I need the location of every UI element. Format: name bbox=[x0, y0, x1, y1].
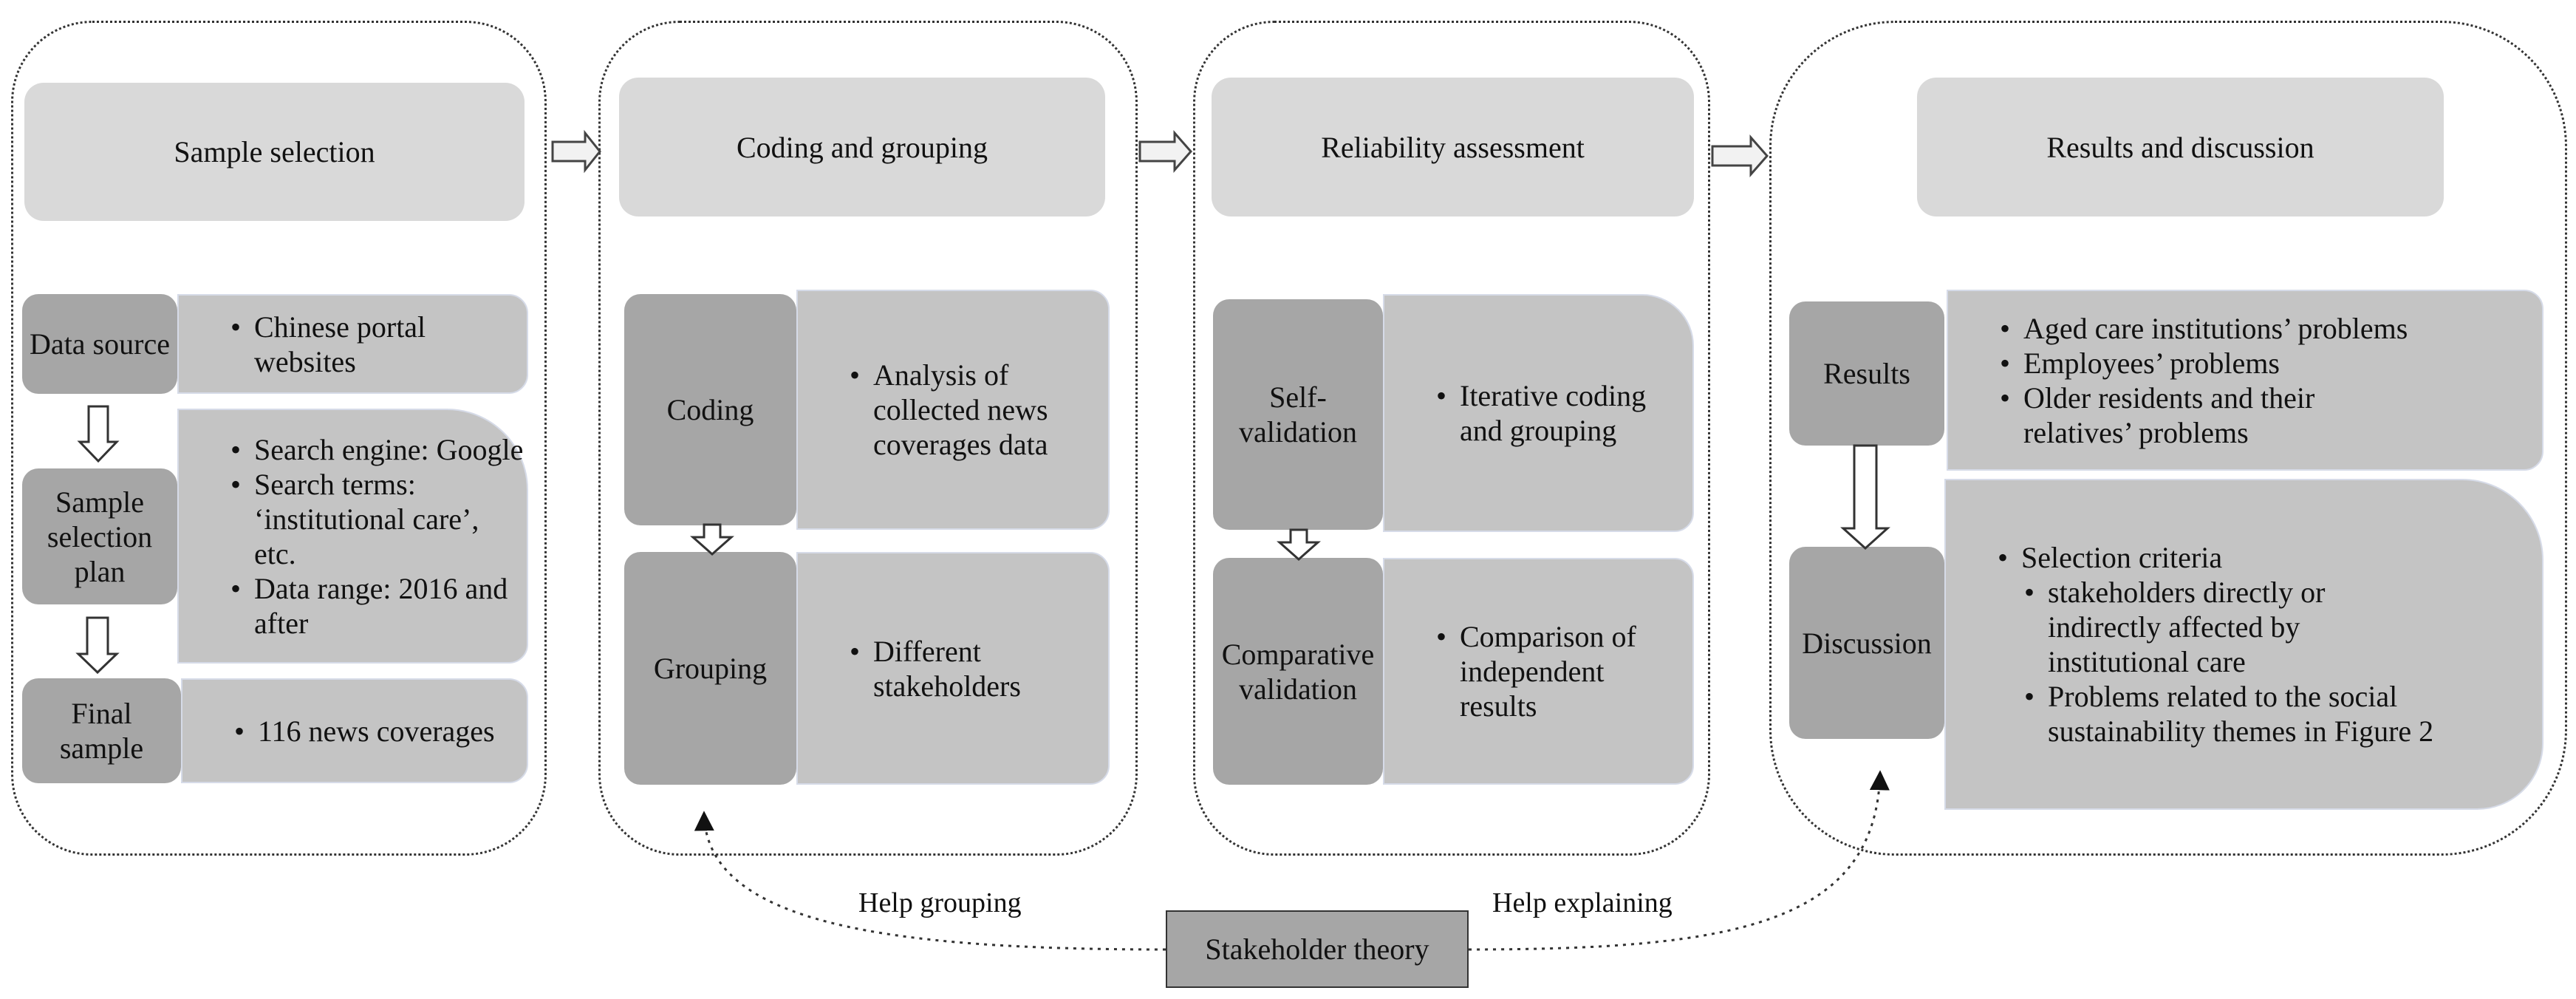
step-label-discussion: Discussion bbox=[1789, 547, 1944, 739]
help-grouping-label: Help grouping bbox=[858, 887, 1022, 918]
step-label-grouping: Grouping bbox=[624, 552, 796, 785]
step-label-sample-selection-plan: Sample selection plan bbox=[22, 468, 177, 604]
step-label-self-validation: Self-validation bbox=[1213, 299, 1383, 530]
bullet-item: 116 news coverages bbox=[234, 714, 495, 749]
stage-header-coding-grouping: Coding and grouping bbox=[619, 78, 1105, 216]
bullet-item: Data range: 2016 and after bbox=[230, 571, 527, 641]
bullet-item: Search terms: ‘institutional care’, etc. bbox=[230, 467, 527, 571]
bullet-item: Older residents and their relatives’ pro… bbox=[2000, 381, 2378, 450]
bullet-subitem: Problems related to the social sustainab… bbox=[2024, 679, 2521, 749]
bullet-item: Selection criteria bbox=[1998, 540, 2521, 575]
step-label-results: Results bbox=[1789, 301, 1944, 446]
step-panel-grouping: Different stakeholders bbox=[796, 552, 1110, 785]
step-label-coding: Coding bbox=[624, 294, 796, 525]
stage-results-discussion bbox=[1769, 21, 2567, 856]
stage-header-results-discussion: Results and discussion bbox=[1917, 78, 2444, 216]
bullet-subitem: stakeholders directly or indirectly affe… bbox=[2024, 575, 2432, 679]
bullet-item: Iterative coding and grouping bbox=[1436, 378, 1659, 448]
stage-reliability bbox=[1193, 21, 1710, 856]
step-label-final-sample: Final sample bbox=[22, 678, 181, 783]
step-panel-final-sample: 116 news coverages bbox=[181, 678, 528, 783]
step-panel-self-validation: Iterative coding and grouping bbox=[1383, 294, 1694, 532]
step-panel-coding: Analysis of collected news coverages dat… bbox=[796, 290, 1110, 530]
bullet-item: Search engine: Google bbox=[230, 432, 527, 467]
step-label-comparative-validation: Comparative validation bbox=[1213, 558, 1383, 785]
stage-sample-selection bbox=[11, 21, 547, 856]
step-label-data-source: Data source bbox=[22, 294, 177, 394]
step-panel-data-source: Chinese portal websites bbox=[177, 294, 528, 394]
step-panel-results: Aged care institutions’ problems Employe… bbox=[1947, 290, 2543, 471]
stage-arrow-2 bbox=[1138, 130, 1192, 173]
stakeholder-theory-box: Stakeholder theory bbox=[1166, 910, 1469, 988]
stage-arrow-3 bbox=[1711, 134, 1769, 177]
bullet-item: Different stakeholders bbox=[850, 634, 1080, 703]
stage-header-sample-selection: Sample selection bbox=[24, 83, 525, 221]
stage-arrow-1 bbox=[551, 129, 601, 174]
bullet-item: Employees’ problems bbox=[2000, 346, 2408, 381]
bullet-item: Analysis of collected news coverages dat… bbox=[850, 358, 1065, 462]
step-panel-comparative-validation: Comparison of independent results bbox=[1383, 558, 1694, 785]
stage-header-reliability: Reliability assessment bbox=[1212, 78, 1694, 216]
bullet-item: Aged care institutions’ problems bbox=[2000, 311, 2408, 346]
step-panel-sample-selection-plan: Search engine: Google Search terms: ‘ins… bbox=[177, 409, 528, 664]
step-panel-discussion: Selection criteria stakeholders directly… bbox=[1944, 479, 2543, 810]
help-explaining-label: Help explaining bbox=[1492, 887, 1673, 918]
bullet-item: Chinese portal websites bbox=[230, 310, 527, 379]
bullet-item: Comparison of independent results bbox=[1436, 619, 1659, 723]
